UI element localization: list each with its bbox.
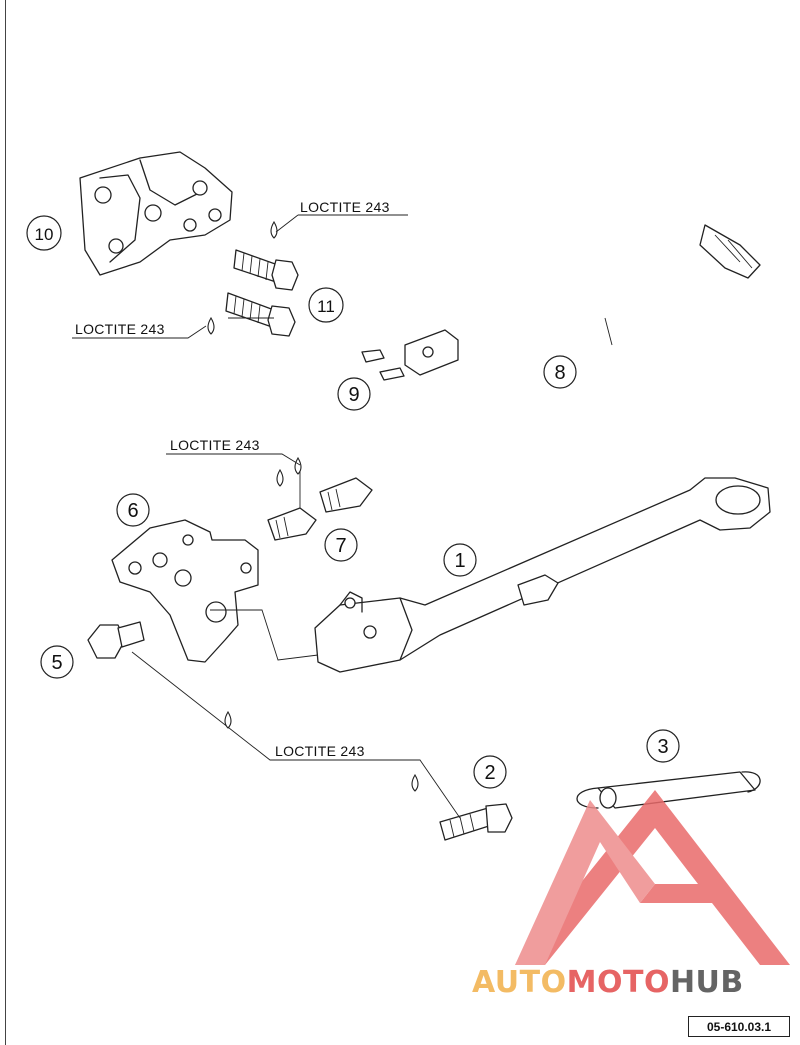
callout-1: 1: [443, 543, 477, 577]
callout-7: 7: [324, 528, 358, 562]
callout-6-text: 6: [127, 500, 138, 522]
loctite-drop-icon: [294, 456, 302, 475]
reference-code: 05-610.03.1: [688, 1016, 790, 1037]
loctite-drop-icon: [224, 710, 232, 729]
callout-3-text: 3: [657, 736, 668, 758]
loctite-label-left: LOCTITE 243: [72, 321, 207, 339]
callout-1-text: 1: [454, 550, 465, 572]
callout-5: 5: [40, 645, 74, 679]
watermark-part-hub: HUB: [670, 965, 744, 1000]
loctite-drop-icon: [270, 220, 278, 239]
page-border: [5, 0, 6, 1045]
watermark-part-moto: MOTO: [567, 965, 670, 1000]
loctite-label-top-text: LOCTITE 243: [300, 199, 390, 215]
watermark-text: AUTOMOTOHUB: [472, 965, 744, 1000]
bolt-part-11-lower: [225, 292, 296, 337]
callout-5-text: 5: [51, 652, 62, 674]
callout-2-text: 2: [484, 762, 495, 784]
callout-3: 3: [646, 729, 680, 763]
mounting-plate-part-6: [111, 519, 259, 663]
connection-lines: [131, 317, 461, 819]
screws-part-9: [361, 349, 405, 381]
loctite-label-bottom: LOCTITE 243: [275, 743, 365, 759]
loctite-drop-icon: [276, 468, 284, 487]
bolts-part-7: [267, 477, 373, 541]
callout-8: 8: [543, 355, 577, 389]
callout-7-text: 7: [335, 535, 346, 557]
screw-part-2: [439, 803, 513, 841]
callout-2: 2: [473, 755, 507, 789]
sidestand-switch-part-8: [404, 176, 761, 376]
loctite-label-mid: LOCTITE 243: [166, 437, 301, 466]
loctite-label-left-text: LOCTITE 243: [75, 321, 165, 337]
callout-9: 9: [337, 377, 371, 411]
side-stand-part-1: [314, 477, 771, 673]
watermark-part-auto: AUTO: [472, 965, 567, 1000]
loctite-label-top: LOCTITE 243: [275, 199, 408, 233]
watermark-triangle-inner-icon: [515, 800, 655, 965]
callout-11: 11: [308, 287, 344, 323]
bolt-part-11-upper: [233, 249, 299, 291]
callout-9-text: 9: [348, 384, 359, 406]
callout-10-text: 10: [35, 225, 54, 244]
loctite-label-mid-text: LOCTITE 243: [170, 437, 260, 453]
automotohub-watermark: AUTOMOTOHUB: [472, 790, 790, 1000]
callout-11-text: 11: [317, 297, 335, 316]
bolt-part-5: [87, 621, 145, 659]
callout-6: 6: [116, 493, 150, 527]
spring-part-3: [576, 771, 761, 809]
loctite-drop-icon: [207, 316, 215, 335]
callout-10: 10: [26, 215, 62, 251]
loctite-drops: [207, 220, 419, 792]
callout-8-text: 8: [554, 362, 565, 384]
bracket-part-10: [79, 151, 233, 276]
loctite-drop-icon: [411, 773, 419, 792]
loctite-label-bottom-text: LOCTITE 243: [275, 743, 365, 759]
